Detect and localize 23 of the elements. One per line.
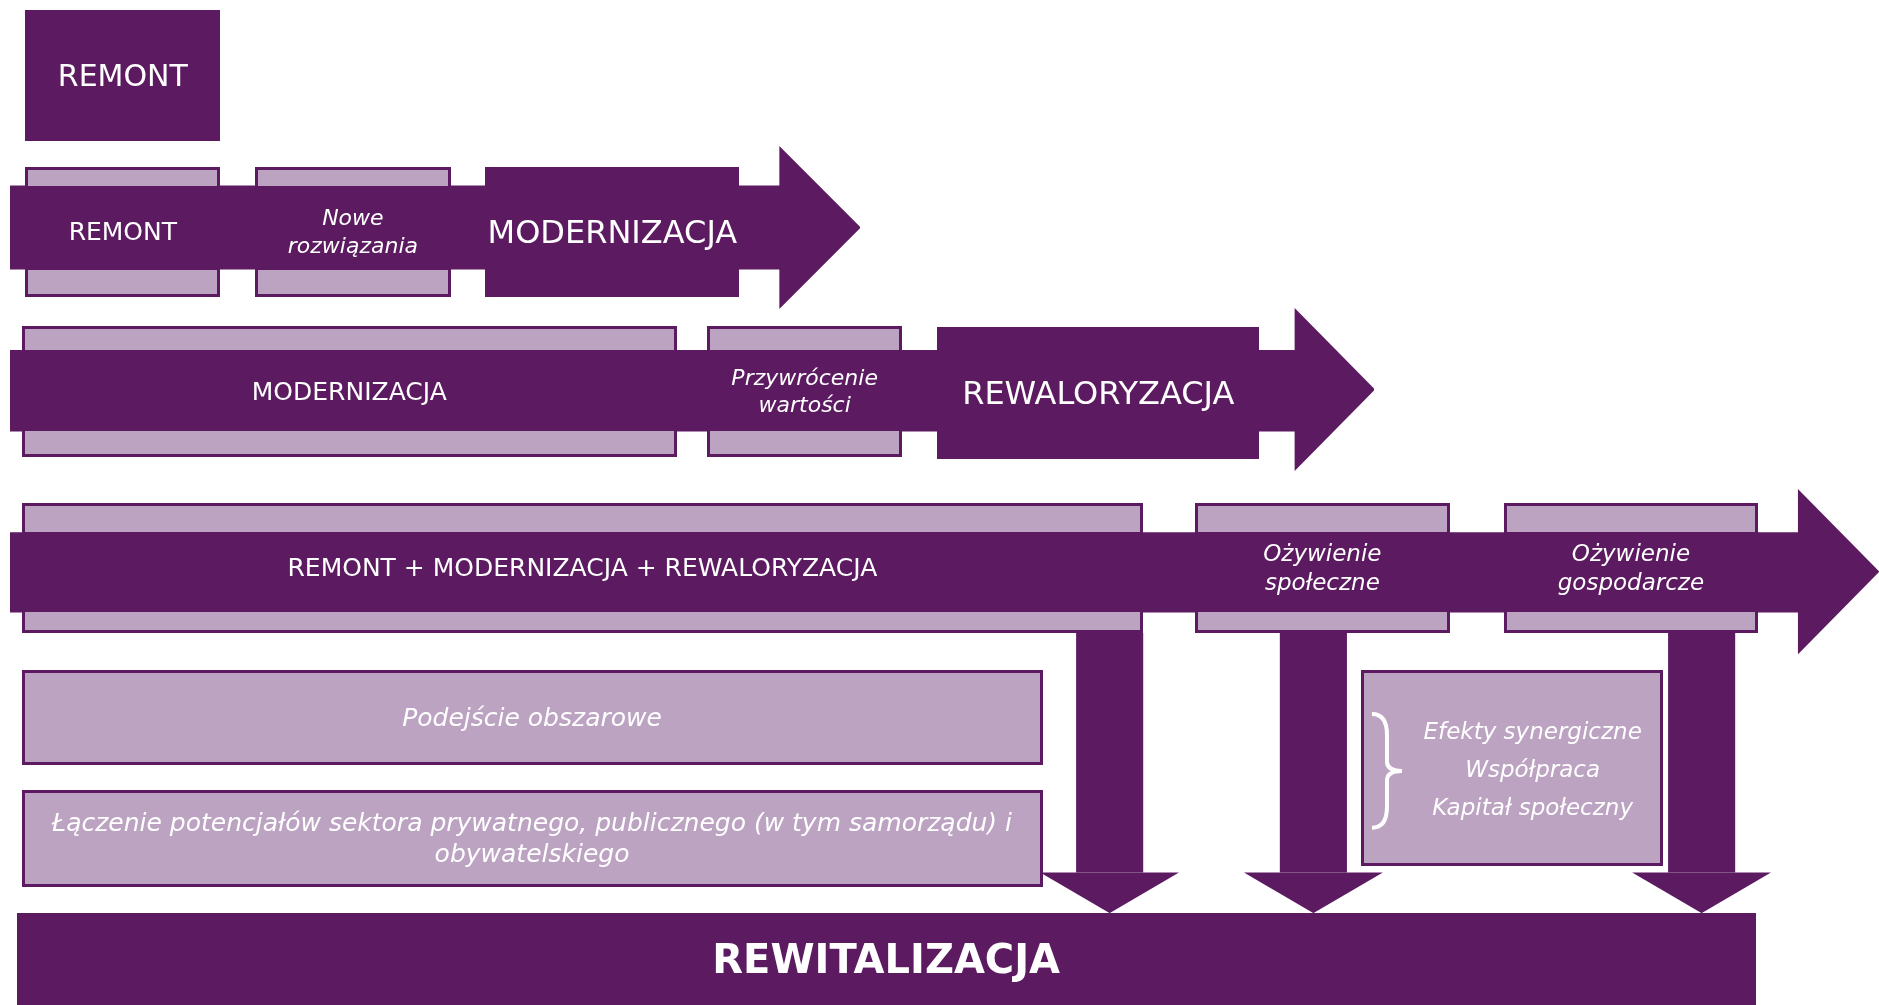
stage-box bbox=[16, 913, 1756, 1005]
stage-box bbox=[21, 789, 1043, 887]
box-label: REWITALIZACJA bbox=[712, 935, 1061, 985]
box-label: Nowe rozwiązania bbox=[286, 204, 419, 260]
box-label: Podejście obszarowe bbox=[402, 701, 662, 733]
note-text: Efekty synergiczne bbox=[1422, 716, 1643, 746]
arrow bbox=[1040, 632, 1180, 914]
stage-box bbox=[21, 669, 1043, 765]
note-text: Współpraca bbox=[1464, 754, 1602, 784]
note-text: Kapitał społeczny bbox=[1431, 793, 1634, 823]
box-label: Łączenie potencjałów sektora prywatnego, publicznego (w tym samorządu) i obywatelskiego bbox=[50, 807, 1013, 870]
arrow bbox=[1632, 632, 1772, 914]
box-label: MODERNIZACJA bbox=[251, 375, 447, 407]
box-label: REMONT bbox=[68, 216, 177, 248]
box-label: REWALORYZACJA bbox=[962, 373, 1235, 414]
box-label: Przywrócenie wartości bbox=[730, 363, 879, 419]
arrow bbox=[1243, 632, 1383, 914]
box-label: Ożywienie społeczne bbox=[1262, 539, 1383, 597]
box-label: Ożywienie gospodarcze bbox=[1556, 539, 1706, 597]
box-label: REMONT bbox=[57, 56, 188, 95]
box-label: MODERNIZACJA bbox=[487, 211, 738, 252]
box-label: REMONT + MODERNIZACJA + REWALORYZACJA bbox=[287, 552, 878, 584]
stage-box bbox=[25, 9, 221, 142]
